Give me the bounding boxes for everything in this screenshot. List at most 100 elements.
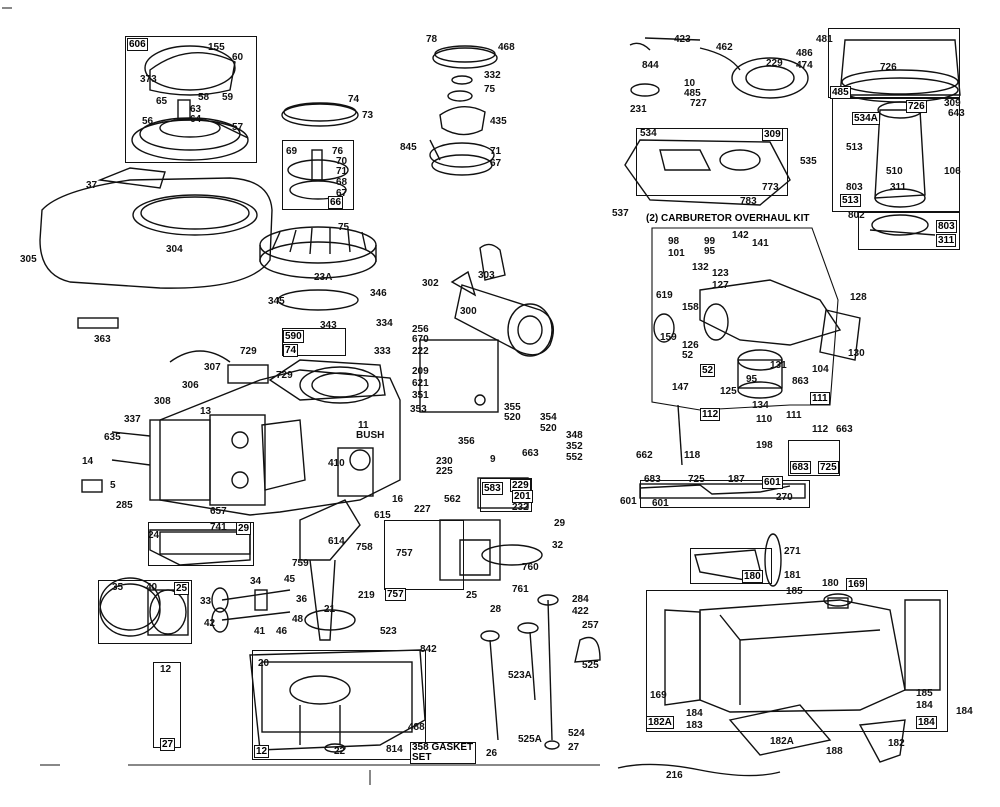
carburetor-kit-outline [651, 227, 839, 411]
part-9: 410 [328, 458, 345, 469]
part-468: 468 [498, 42, 515, 53]
part-123: 128 [850, 292, 867, 303]
label-134: 112 [700, 408, 721, 421]
part-106: 101 [668, 248, 685, 259]
frame-199 [788, 440, 840, 476]
part-59: 59 [222, 92, 234, 103]
part-230: 562 [444, 494, 461, 505]
part-535: 773 [762, 182, 779, 193]
part-353: 520 [504, 412, 521, 423]
part-842: 422 [572, 606, 589, 617]
part-481: 474 [796, 60, 813, 71]
part-523A: 525A [518, 734, 542, 745]
part-410: 615 [374, 510, 391, 521]
part-5: 657 [210, 506, 227, 517]
part-130: 131 [770, 360, 787, 371]
frame-340 [282, 328, 346, 356]
part-534A: 537 [612, 208, 629, 219]
alternator-stator [629, 37, 809, 99]
label-199: 725 [818, 461, 839, 474]
part-219: 842 [420, 644, 437, 655]
flywheel-screen [281, 102, 359, 127]
part-635: 5 [110, 480, 116, 491]
part-634: 98 [668, 236, 680, 247]
fuel-line [617, 763, 781, 777]
oil-fill-tubes [480, 594, 601, 750]
part-615: 230 [436, 456, 453, 467]
part-256: 222 [412, 346, 429, 357]
part-95b: 863 [792, 376, 809, 387]
part-71b: 71 [490, 146, 502, 157]
part-186: 601 [620, 496, 637, 507]
label-231: 485 [830, 86, 851, 99]
part-351: 355 [504, 402, 521, 413]
part-728: 643 [948, 108, 965, 119]
part-27b: 12 [160, 664, 172, 675]
part-306: 13 [200, 406, 212, 417]
part-333: 307 [204, 362, 221, 373]
part-229: 232 [512, 502, 529, 513]
label-125: 111 [810, 392, 830, 405]
part-334: 729 [240, 346, 257, 357]
part-184b: 184 [956, 706, 973, 717]
part-184a: 183 [686, 720, 703, 731]
part-332: 332 [484, 70, 501, 81]
part-761: 28 [490, 604, 502, 615]
part-760: 25 [466, 590, 478, 601]
part-142: 141 [752, 238, 769, 249]
label-198: 683 [790, 461, 811, 474]
label-180: 169 [846, 578, 867, 591]
part-69: 69 [286, 146, 298, 157]
part-307: 308 [154, 396, 171, 407]
label-562: 583 [482, 482, 503, 495]
label-773: 534A [852, 112, 880, 125]
cylinder-block [149, 359, 401, 516]
piston-assembly [99, 577, 189, 637]
part-513: 803 [846, 182, 863, 193]
part-657: 670 [412, 334, 429, 345]
part-342: 729 [276, 370, 293, 381]
part-683: 725 [688, 474, 705, 485]
part-76: 76 [332, 146, 344, 157]
part-147: 134 [752, 400, 769, 411]
ignition-parts-box [287, 149, 349, 200]
part-34: 33 [200, 596, 212, 607]
part-229b: 485 [684, 88, 701, 99]
part-37: 37 [86, 180, 98, 191]
part-35: 34 [250, 576, 262, 587]
part-346: 346 [370, 288, 387, 299]
part-614: 225 [436, 466, 453, 477]
part-373: 373 [140, 74, 157, 85]
baseline-rule [2, 7, 600, 785]
part-300: 300 [460, 306, 477, 317]
label-510: 513 [840, 194, 861, 207]
frame-183 [646, 590, 948, 732]
part-356: 552 [566, 452, 583, 463]
carburetor [653, 279, 861, 399]
frame-25 [98, 580, 192, 644]
part-158: 126 [682, 340, 699, 351]
part-57: 57 [232, 122, 244, 133]
part-33: 42 [204, 618, 216, 629]
part-845: 845 [400, 142, 417, 153]
part-28: 35 [112, 582, 124, 593]
label-183A: 182A [646, 716, 674, 729]
part-643: 534 [640, 128, 657, 139]
part-104: 125 [720, 386, 737, 397]
part-523: 284 [572, 594, 589, 605]
frame-758 [384, 520, 464, 590]
part-46: 21 [324, 604, 336, 615]
part-74b: 334 [376, 318, 393, 329]
label-340: 590 [283, 330, 304, 343]
frame-536 [636, 128, 788, 196]
part-353b: 520 [540, 423, 557, 434]
part-31: 24 [148, 530, 160, 541]
part-118: 198 [756, 440, 773, 451]
part-52: 130 [848, 348, 865, 359]
gas-tank-top [624, 139, 791, 206]
part-56: 56 [142, 116, 154, 127]
part-169b: 184 [916, 700, 933, 711]
label-66: 66 [328, 196, 344, 209]
part-729: 306 [182, 380, 199, 391]
part-343: 333 [374, 346, 391, 357]
